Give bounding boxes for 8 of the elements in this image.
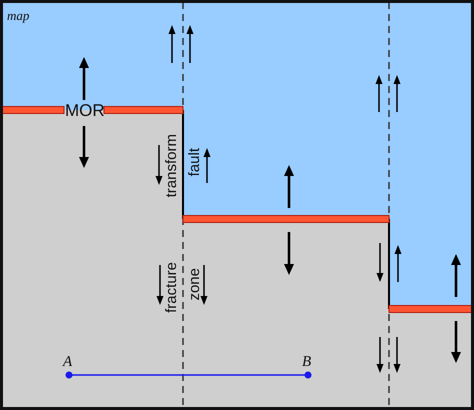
zone-label: fracture xyxy=(164,262,179,313)
point-label: A xyxy=(63,355,72,370)
ridge-label: MOR xyxy=(65,102,105,119)
map-label: map xyxy=(7,9,30,22)
fault-label: fault xyxy=(187,148,202,176)
fault-label: transform xyxy=(164,134,179,198)
zone-label: zone xyxy=(187,268,202,301)
point-label: B xyxy=(302,355,312,370)
